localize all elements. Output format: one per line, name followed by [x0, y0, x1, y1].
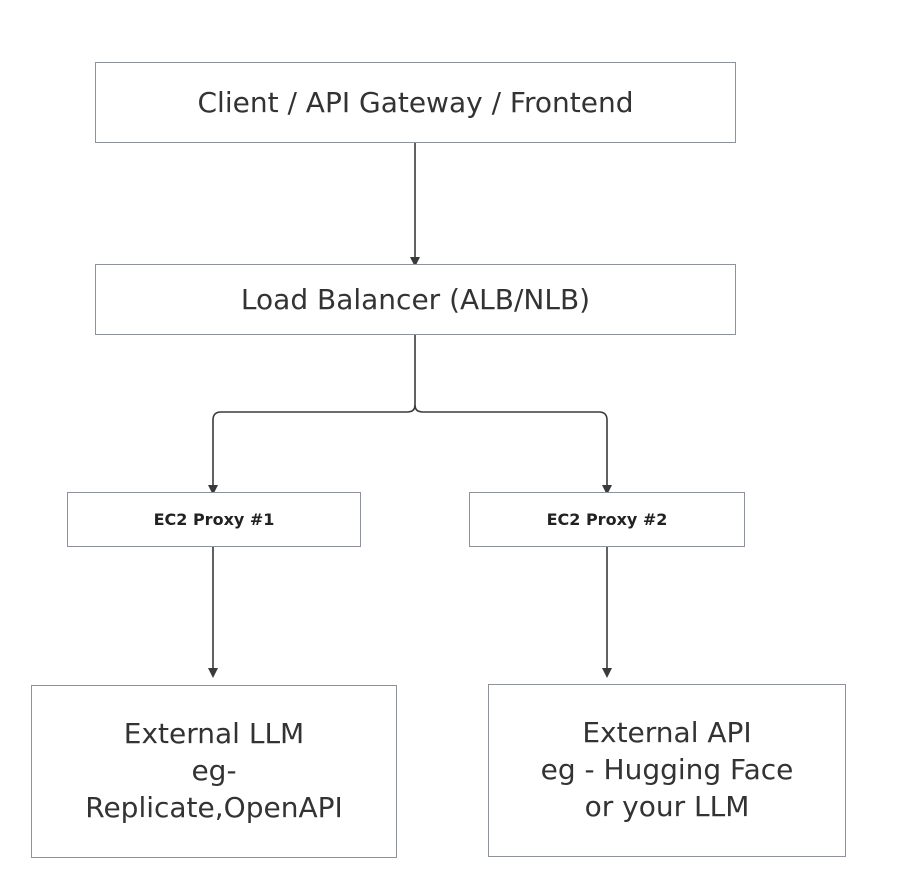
external-llm-line-2: eg- — [191, 754, 237, 788]
external-llm-line-3: Replicate,OpenAPI — [85, 790, 343, 824]
edge-load-balancer-to-proxy1 — [208, 404, 416, 495]
ec2-proxy-2-node: EC2 Proxy #2 — [469, 492, 745, 547]
external-api-line-3: or your LLM — [584, 789, 750, 823]
ec2-proxy-1-node: EC2 Proxy #1 — [67, 492, 361, 547]
ec2-proxy-2-label: EC2 Proxy #2 — [546, 510, 668, 529]
external-llm-node: External LLM eg- Replicate,OpenAPI — [31, 685, 397, 858]
client-gateway-node: Client / API Gateway / Frontend — [95, 62, 736, 143]
external-api-line-2: eg - Hugging Face — [540, 753, 794, 787]
load-balancer-node: Load Balancer (ALB/NLB) — [95, 264, 736, 335]
load-balancer-label: Load Balancer (ALB/NLB) — [240, 283, 591, 316]
client-gateway-label: Client / API Gateway / Frontend — [197, 86, 634, 119]
edge-load-balancer-to-proxy2 — [414, 404, 612, 495]
external-llm-line-1: External LLM — [123, 717, 305, 751]
ec2-proxy-1-label: EC2 Proxy #1 — [153, 510, 275, 529]
external-api-node: External API eg - Hugging Face or your L… — [488, 684, 846, 857]
external-api-line-1: External API — [582, 716, 752, 750]
